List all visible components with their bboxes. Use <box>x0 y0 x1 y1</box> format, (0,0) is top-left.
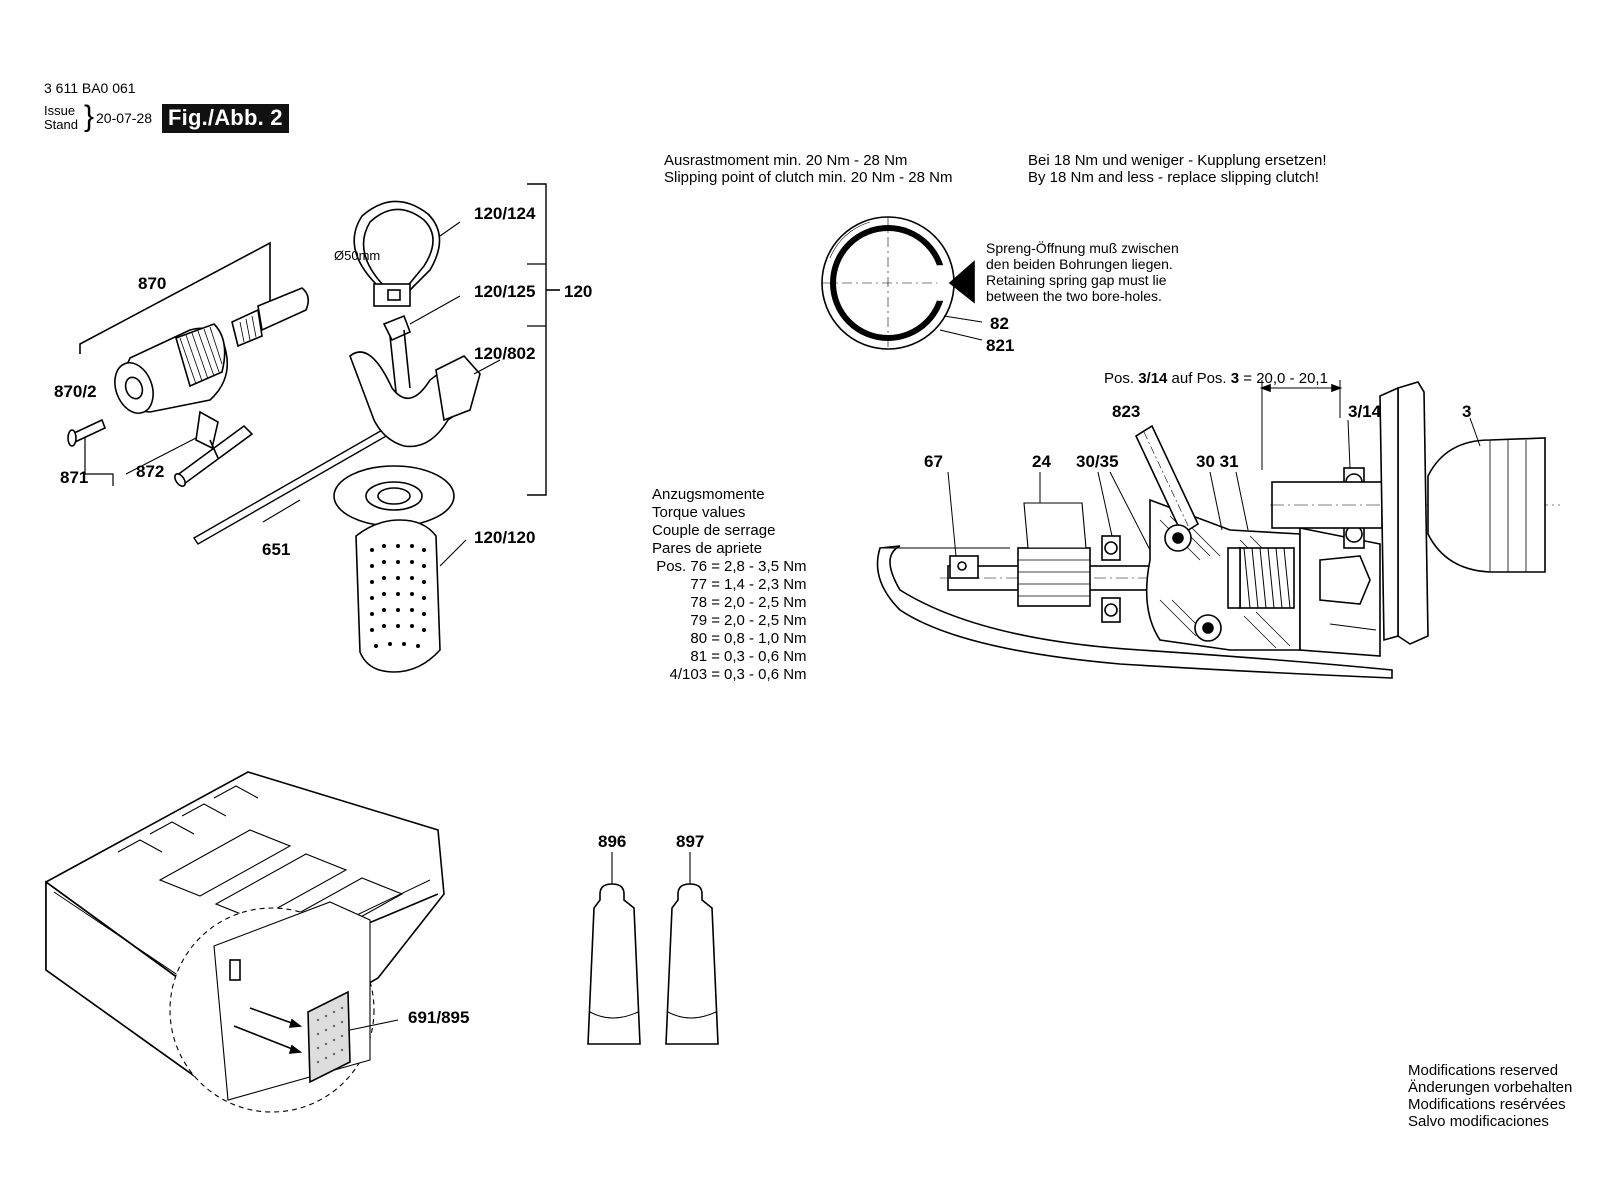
torque-title-en: Torque values <box>652 504 746 521</box>
torque-values-table: Anzugsmomente Torque values Couple de se… <box>652 486 807 684</box>
grease-tubes <box>587 852 719 1045</box>
torque-pos: 78 = <box>690 594 720 611</box>
issue-date: 20-07-28 <box>96 110 153 126</box>
carrying-case <box>45 771 445 1113</box>
part-label-3[interactable]: 3 <box>1462 402 1472 421</box>
torque-value: 2,0 - 2,5 Nm <box>724 594 807 611</box>
torque-value: 2,8 - 3,5 Nm <box>724 558 807 575</box>
torque-row: 78 =2,0 - 2,5 Nm <box>652 594 807 612</box>
issue-label: Issue <box>44 103 76 118</box>
part-label-870[interactable]: 870 <box>138 274 167 293</box>
part-label-120-125[interactable]: 120/125 <box>474 282 536 301</box>
modifications-reserved-note: Modifications reserved Änderungen vorbeh… <box>1408 1062 1572 1130</box>
torque-pos: Pos. 76 = <box>656 558 720 575</box>
dimension-part-2: 3 <box>1230 370 1240 387</box>
dimension-mid: auf Pos. <box>1167 370 1231 387</box>
torque-value: 0,8 - 1,0 Nm <box>724 630 807 647</box>
clutch-note-de: Ausrastmoment min. 20 Nm - 28 Nm <box>664 152 908 169</box>
modifications-fr: Modifications resérvées <box>1408 1096 1566 1113</box>
torque-pos: 4/103 = <box>669 666 720 683</box>
clutch-note-en: Slipping point of clutch min. 20 Nm - 28… <box>664 169 953 186</box>
modifications-en: Modifications reserved <box>1408 1062 1559 1079</box>
torque-row: Pos. 76 =2,8 - 3,5 Nm <box>652 558 807 576</box>
torque-row: 77 =1,4 - 2,3 Nm <box>652 576 807 594</box>
torque-value: 0,3 - 0,6 Nm <box>724 666 807 683</box>
part-label-651[interactable]: 651 <box>262 540 291 559</box>
part-label-120-802[interactable]: 120/802 <box>474 344 536 363</box>
document-number: 3 611 BA0 061 <box>44 80 136 96</box>
part-label-691-895[interactable]: 691/895 <box>408 1008 470 1027</box>
part-label-67[interactable]: 67 <box>924 452 943 471</box>
figure-label: Fig./Abb. 2 <box>162 104 289 133</box>
drill-chuck-assembly <box>67 241 310 487</box>
modifications-de: Änderungen vorbehalten <box>1408 1079 1573 1096</box>
spring-note-line-4: between the two bore-holes. <box>986 288 1162 304</box>
auxiliary-handle-assembly <box>333 183 560 673</box>
part-label-896[interactable]: 896 <box>598 832 627 851</box>
torque-title-de: Anzugsmomente <box>652 486 765 503</box>
torque-value: 2,0 - 2,5 Nm <box>724 612 807 629</box>
part-label-120-124[interactable]: 120/124 <box>474 204 536 223</box>
brace-glyph: } <box>84 100 95 133</box>
diameter-label: Ø50mm <box>334 248 381 263</box>
torque-row: 80 =0,8 - 1,0 Nm <box>652 630 807 648</box>
dimension-part-1: 3/14 <box>1138 370 1168 387</box>
torque-row: 79 =2,0 - 2,5 Nm <box>652 612 807 630</box>
stand-label: Stand <box>44 117 78 132</box>
spring-note-line-2: den beiden Bohrungen liegen. <box>986 256 1173 272</box>
torque-value: 0,3 - 0,6 Nm <box>724 648 807 665</box>
spring-note-line-3: Retaining spring gap must lie <box>986 272 1167 288</box>
part-label-871[interactable]: 871 <box>60 468 89 487</box>
torque-pos: 80 = <box>690 630 720 647</box>
torque-row: 81 =0,3 - 0,6 Nm <box>652 648 807 666</box>
spring-note-line-1: Spreng-Öffnung muß zwischen <box>986 240 1179 256</box>
part-label-823[interactable]: 823 <box>1112 402 1141 421</box>
part-label-870-2[interactable]: 870/2 <box>54 382 97 401</box>
torque-row: 4/103 =0,3 - 0,6 Nm <box>652 666 807 684</box>
part-label-3-14[interactable]: 3/14 <box>1348 402 1382 421</box>
modifications-es: Salvo modificaciones <box>1408 1113 1549 1130</box>
part-label-30-35[interactable]: 30/35 <box>1076 452 1119 471</box>
dimension-note: Pos. 3/14 auf Pos. 3 = 20,0 - 20,1 <box>1104 370 1328 387</box>
part-label-30-31[interactable]: 30 31 <box>1196 452 1239 471</box>
part-label-120-120[interactable]: 120/120 <box>474 528 536 547</box>
part-label-821[interactable]: 821 <box>986 336 1015 355</box>
replace-note-de: Bei 18 Nm und weniger - Kupplung ersetze… <box>1028 152 1327 169</box>
clutch-torque-note: Ausrastmoment min. 20 Nm - 28 Nm Slippin… <box>664 152 952 186</box>
issue-stand-label: Issue Stand <box>44 104 78 132</box>
clutch-cross-section <box>876 380 1560 679</box>
part-label-897[interactable]: 897 <box>676 832 705 851</box>
torque-value: 1,4 - 2,3 Nm <box>724 576 807 593</box>
replace-clutch-note: Bei 18 Nm und weniger - Kupplung ersetze… <box>1028 152 1327 186</box>
retaining-ring-detail <box>821 216 983 350</box>
dimension-value: = 20,0 - 20,1 <box>1239 370 1328 387</box>
torque-pos: 77 = <box>690 576 720 593</box>
torque-pos: 79 = <box>690 612 720 629</box>
torque-title-fr: Couple de serrage <box>652 522 776 539</box>
torque-pos: 81 = <box>690 648 720 665</box>
spring-gap-note: Spreng-Öffnung muß zwischen den beiden B… <box>986 240 1179 304</box>
part-label-120[interactable]: 120 <box>564 282 593 301</box>
part-label-24[interactable]: 24 <box>1032 452 1051 471</box>
part-label-82[interactable]: 82 <box>990 314 1009 333</box>
replace-note-en: By 18 Nm and less - replace slipping clu… <box>1028 169 1319 186</box>
torque-title-es: Pares de apriete <box>652 540 763 557</box>
dimension-prefix: Pos. <box>1104 370 1139 387</box>
part-label-872[interactable]: 872 <box>136 462 165 481</box>
